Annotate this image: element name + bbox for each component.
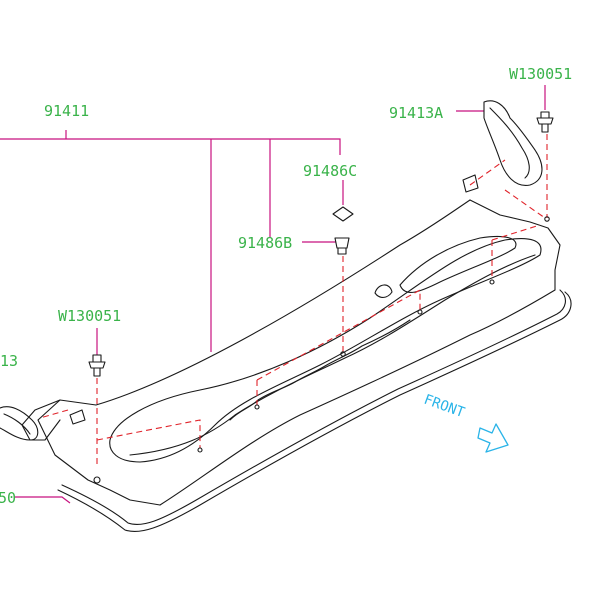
callout-91411: 91411 xyxy=(44,102,89,120)
panel-inner-ridge xyxy=(129,254,536,456)
fastening-points xyxy=(93,216,550,484)
panel-front-edge xyxy=(159,289,556,506)
front-indicator: FRONT xyxy=(422,392,509,453)
clip-91486c xyxy=(332,206,354,222)
panel-inner-recess xyxy=(109,237,542,463)
panel-top-edge xyxy=(95,199,471,406)
clip-icon xyxy=(536,117,554,125)
leader-lines xyxy=(0,85,546,504)
callout-bottom-partial: 50 xyxy=(0,489,16,507)
panel-right-recess xyxy=(399,235,517,293)
callout-91413-partial: 13 xyxy=(0,352,18,370)
panel-bump xyxy=(374,284,393,298)
panel-wave-edge xyxy=(229,319,411,421)
callout-91413a: 91413A xyxy=(389,104,443,122)
end-cover-right xyxy=(483,100,543,186)
weatherstrip-seal xyxy=(57,289,572,533)
front-label: FRONT xyxy=(422,392,468,422)
assembly-lines xyxy=(39,134,548,465)
clip-icon xyxy=(332,206,354,222)
front-arrow-icon xyxy=(477,423,509,453)
panel-slot-right xyxy=(462,174,479,193)
clip-91486b xyxy=(334,237,350,255)
leader-bottom-seal xyxy=(14,496,71,504)
panel-slot-left xyxy=(69,409,86,425)
clip-icon xyxy=(334,237,350,249)
callout-w130051-left: W130051 xyxy=(58,307,121,325)
callout-91486b: 91486B xyxy=(238,234,292,252)
clip-w130051-left xyxy=(88,354,106,377)
clip-w130051-right xyxy=(536,111,554,133)
clip-icon xyxy=(88,361,106,369)
cowl-panel xyxy=(21,174,561,506)
panel-rear-flange xyxy=(37,399,161,506)
end-cover-left xyxy=(0,406,39,441)
panel-right-end xyxy=(469,199,561,291)
panel-side-tab xyxy=(21,399,61,441)
leader-91411 xyxy=(0,138,341,155)
callout-91486c: 91486C xyxy=(303,162,357,180)
callout-w130051-right: W130051 xyxy=(509,65,572,83)
